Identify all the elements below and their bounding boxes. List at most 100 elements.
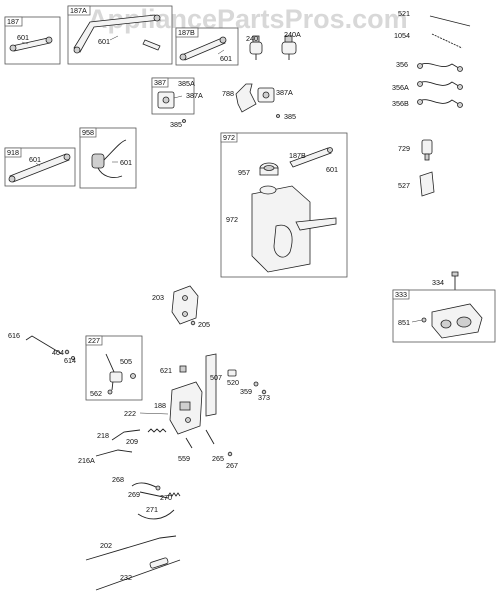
part-label-203: 203 [152,293,164,302]
part-label-240a: 240A [284,30,301,39]
screw-205[interactable]: 205 [190,320,210,329]
part-box-918[interactable]: 918 601 [4,147,76,187]
screw-385[interactable]: 385 [170,119,186,130]
part-404[interactable]: 404 [52,348,70,357]
part-label-268: 268 [112,475,124,484]
box-label-387: 387 [154,78,166,87]
part-label-356: 356 [396,60,408,69]
cable-232[interactable]: 232 [95,557,181,591]
pipe-part-187a [73,14,161,53]
part-box-187[interactable]: 187 601 [4,16,61,65]
part-621[interactable]: 621 [160,365,187,375]
box-label-187: 187 [7,17,19,26]
part-729[interactable]: 729 [398,139,433,161]
control-plate-507[interactable]: 507 [205,353,222,417]
part-box-387[interactable]: 387 385A 387A [151,77,203,115]
rod-616[interactable]: 616 [8,331,63,355]
part-527[interactable]: 527 [398,171,435,197]
part-label-232: 232 [120,573,132,582]
part-label-356a: 356A [392,83,409,92]
bracket-788[interactable]: 788 [222,83,257,113]
part-label-1054: 1054 [394,31,410,40]
cable-268[interactable]: 268 [112,475,161,491]
part-label-387a: 387A [186,91,203,100]
part-label-559: 559 [178,454,190,463]
part-520[interactable]: 520 [227,369,239,387]
part-label-507: 507 [210,373,222,382]
link-218[interactable]: 218 [97,429,141,441]
part-label-562: 562 [90,389,102,398]
part-box-187a[interactable]: 187A 601 [67,5,173,65]
pipe-part-187b [181,37,226,61]
bracket-203[interactable]: 203 [152,285,199,325]
part-label-601: 601 [17,33,29,42]
bolt-334[interactable]: 334 [432,271,459,290]
part-label-616: 616 [8,331,20,340]
part-label-359: 359 [240,387,252,396]
spring-270[interactable]: 270 [160,492,181,502]
part-box-972[interactable]: 972 957 187B 601 972 [220,132,348,278]
part-label-957: 957 [238,168,250,177]
valve-240[interactable]: 240 [246,34,263,60]
part-label-385a: 385A [178,79,195,88]
cable-269[interactable]: 269 [128,490,169,499]
wire-harness-356[interactable]: 356 [396,60,463,72]
part-614[interactable]: 614 [64,356,76,365]
screw-385-b[interactable]: 385 [276,112,297,121]
part-label-521: 521 [398,9,410,18]
part-1054[interactable]: 1054 [394,31,463,49]
part-label-505: 505 [120,357,132,366]
part-373[interactable]: 373 [258,389,270,402]
part-label-356b: 356B [392,99,409,108]
part-label-187b: 187B [289,151,306,160]
part-label-972: 972 [226,215,238,224]
part-359[interactable]: 359 [240,381,259,396]
part-label-373: 373 [258,393,270,402]
screw-265[interactable]: 265 [205,429,224,463]
part-label-788: 788 [222,89,234,98]
link-271[interactable]: 271 [137,505,175,520]
part-label-267: 267 [226,461,238,470]
part-box-187b[interactable]: 187B 601 [175,27,239,66]
part-label-271: 271 [146,505,158,514]
part-label-601: 601 [98,37,110,46]
rod-202[interactable]: 202 [85,535,177,561]
part-222[interactable]: 222 [124,409,169,418]
control-bracket-188[interactable]: 188 [154,381,203,435]
part-label-601: 601 [29,155,41,164]
part-label-222: 222 [124,409,136,418]
box-label-333: 333 [395,290,407,299]
part-label-614: 614 [64,356,76,365]
part-label-334: 334 [432,278,444,287]
part-label-601: 601 [120,158,132,167]
link-216a[interactable]: 216A [78,449,133,465]
part-box-227[interactable]: 227 505 562 [85,335,143,401]
part-label-404: 404 [52,348,64,357]
part-label-202: 202 [100,541,112,550]
screw-559[interactable]: 559 [178,437,193,463]
part-box-958[interactable]: 958 601 [79,127,137,189]
spring-209[interactable]: 209 [126,428,167,446]
wire-harness-356b[interactable]: 356B [392,99,463,108]
part-label-240: 240 [246,34,258,43]
part-label-209: 209 [126,437,138,446]
part-label-601: 601 [326,165,338,174]
part-267[interactable]: 267 [226,451,238,470]
box-label-187a: 187A [70,6,87,15]
box-label-227: 227 [88,336,100,345]
box-label-187b: 187B [178,28,195,37]
part-box-333[interactable]: 333 851 [392,289,496,343]
wire-harness-356a[interactable]: 356A [392,81,463,93]
part-label-851: 851 [398,318,410,327]
part-label-216a: 216A [78,456,95,465]
valve-240a[interactable]: 240A [281,30,301,60]
part-label-265: 265 [212,454,224,463]
part-label-729: 729 [398,144,410,153]
part-label-601: 601 [220,54,232,63]
part-label-218: 218 [97,431,109,440]
part-387a[interactable]: 387A [257,87,293,103]
part-521[interactable]: 521 [398,9,471,27]
part-label-188: 188 [154,401,166,410]
